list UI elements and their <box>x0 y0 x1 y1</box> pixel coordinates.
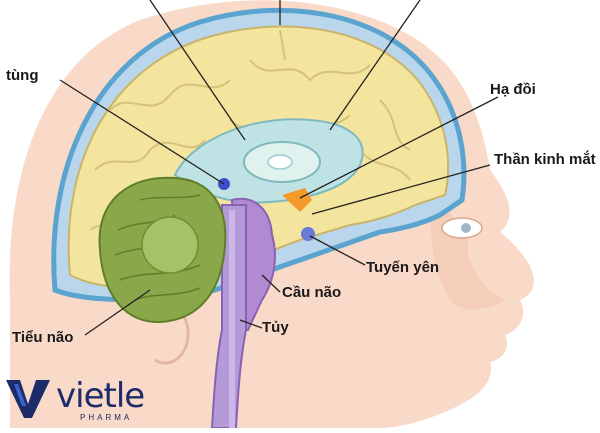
brand-logo: vietle PHARMA <box>4 376 184 424</box>
leader-pituitary <box>309 235 366 266</box>
leader-cerebellum <box>84 289 151 336</box>
leader-optic <box>311 164 491 215</box>
label-pineal: tùng <box>6 67 39 84</box>
label-spinal-cord: Tủy <box>262 319 289 336</box>
hypothalamus-region <box>282 188 312 212</box>
leader-hypothalamus <box>299 96 499 199</box>
cerebellum-arbor <box>141 216 199 274</box>
spinal-canal <box>229 210 235 428</box>
leader-pineal <box>59 79 225 185</box>
label-pons: Cầu não <box>282 284 342 301</box>
label-optic-nerve: Thần kinh mắt <box>494 151 596 168</box>
label-hypothalamus: Hạ đồi <box>490 81 536 98</box>
thalamus <box>267 154 293 170</box>
leader-top-a <box>149 0 246 141</box>
label-cerebellum: Tiểu não <box>12 329 74 346</box>
leader-top-c <box>329 0 421 131</box>
leader-cord <box>239 319 263 329</box>
leader-pons <box>261 274 281 293</box>
logo-tagline: PHARMA <box>80 413 133 422</box>
leader-lines <box>59 0 499 336</box>
label-pituitary: Tuyến yên <box>366 259 440 276</box>
logo-wordmark: vietle <box>56 376 145 416</box>
logo-mark-icon <box>6 380 50 418</box>
pituitary-gland <box>301 227 315 241</box>
eye-iris <box>461 223 471 233</box>
